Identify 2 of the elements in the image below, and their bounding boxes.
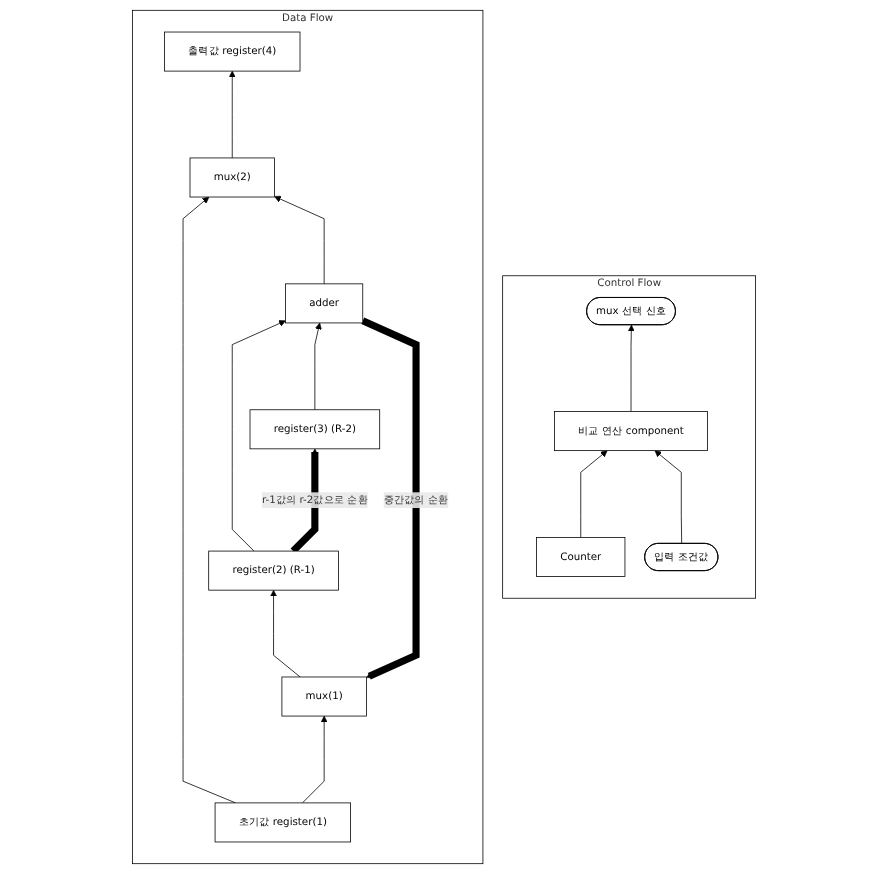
- arrow: [361, 317, 420, 680]
- arrow: [290, 448, 319, 554]
